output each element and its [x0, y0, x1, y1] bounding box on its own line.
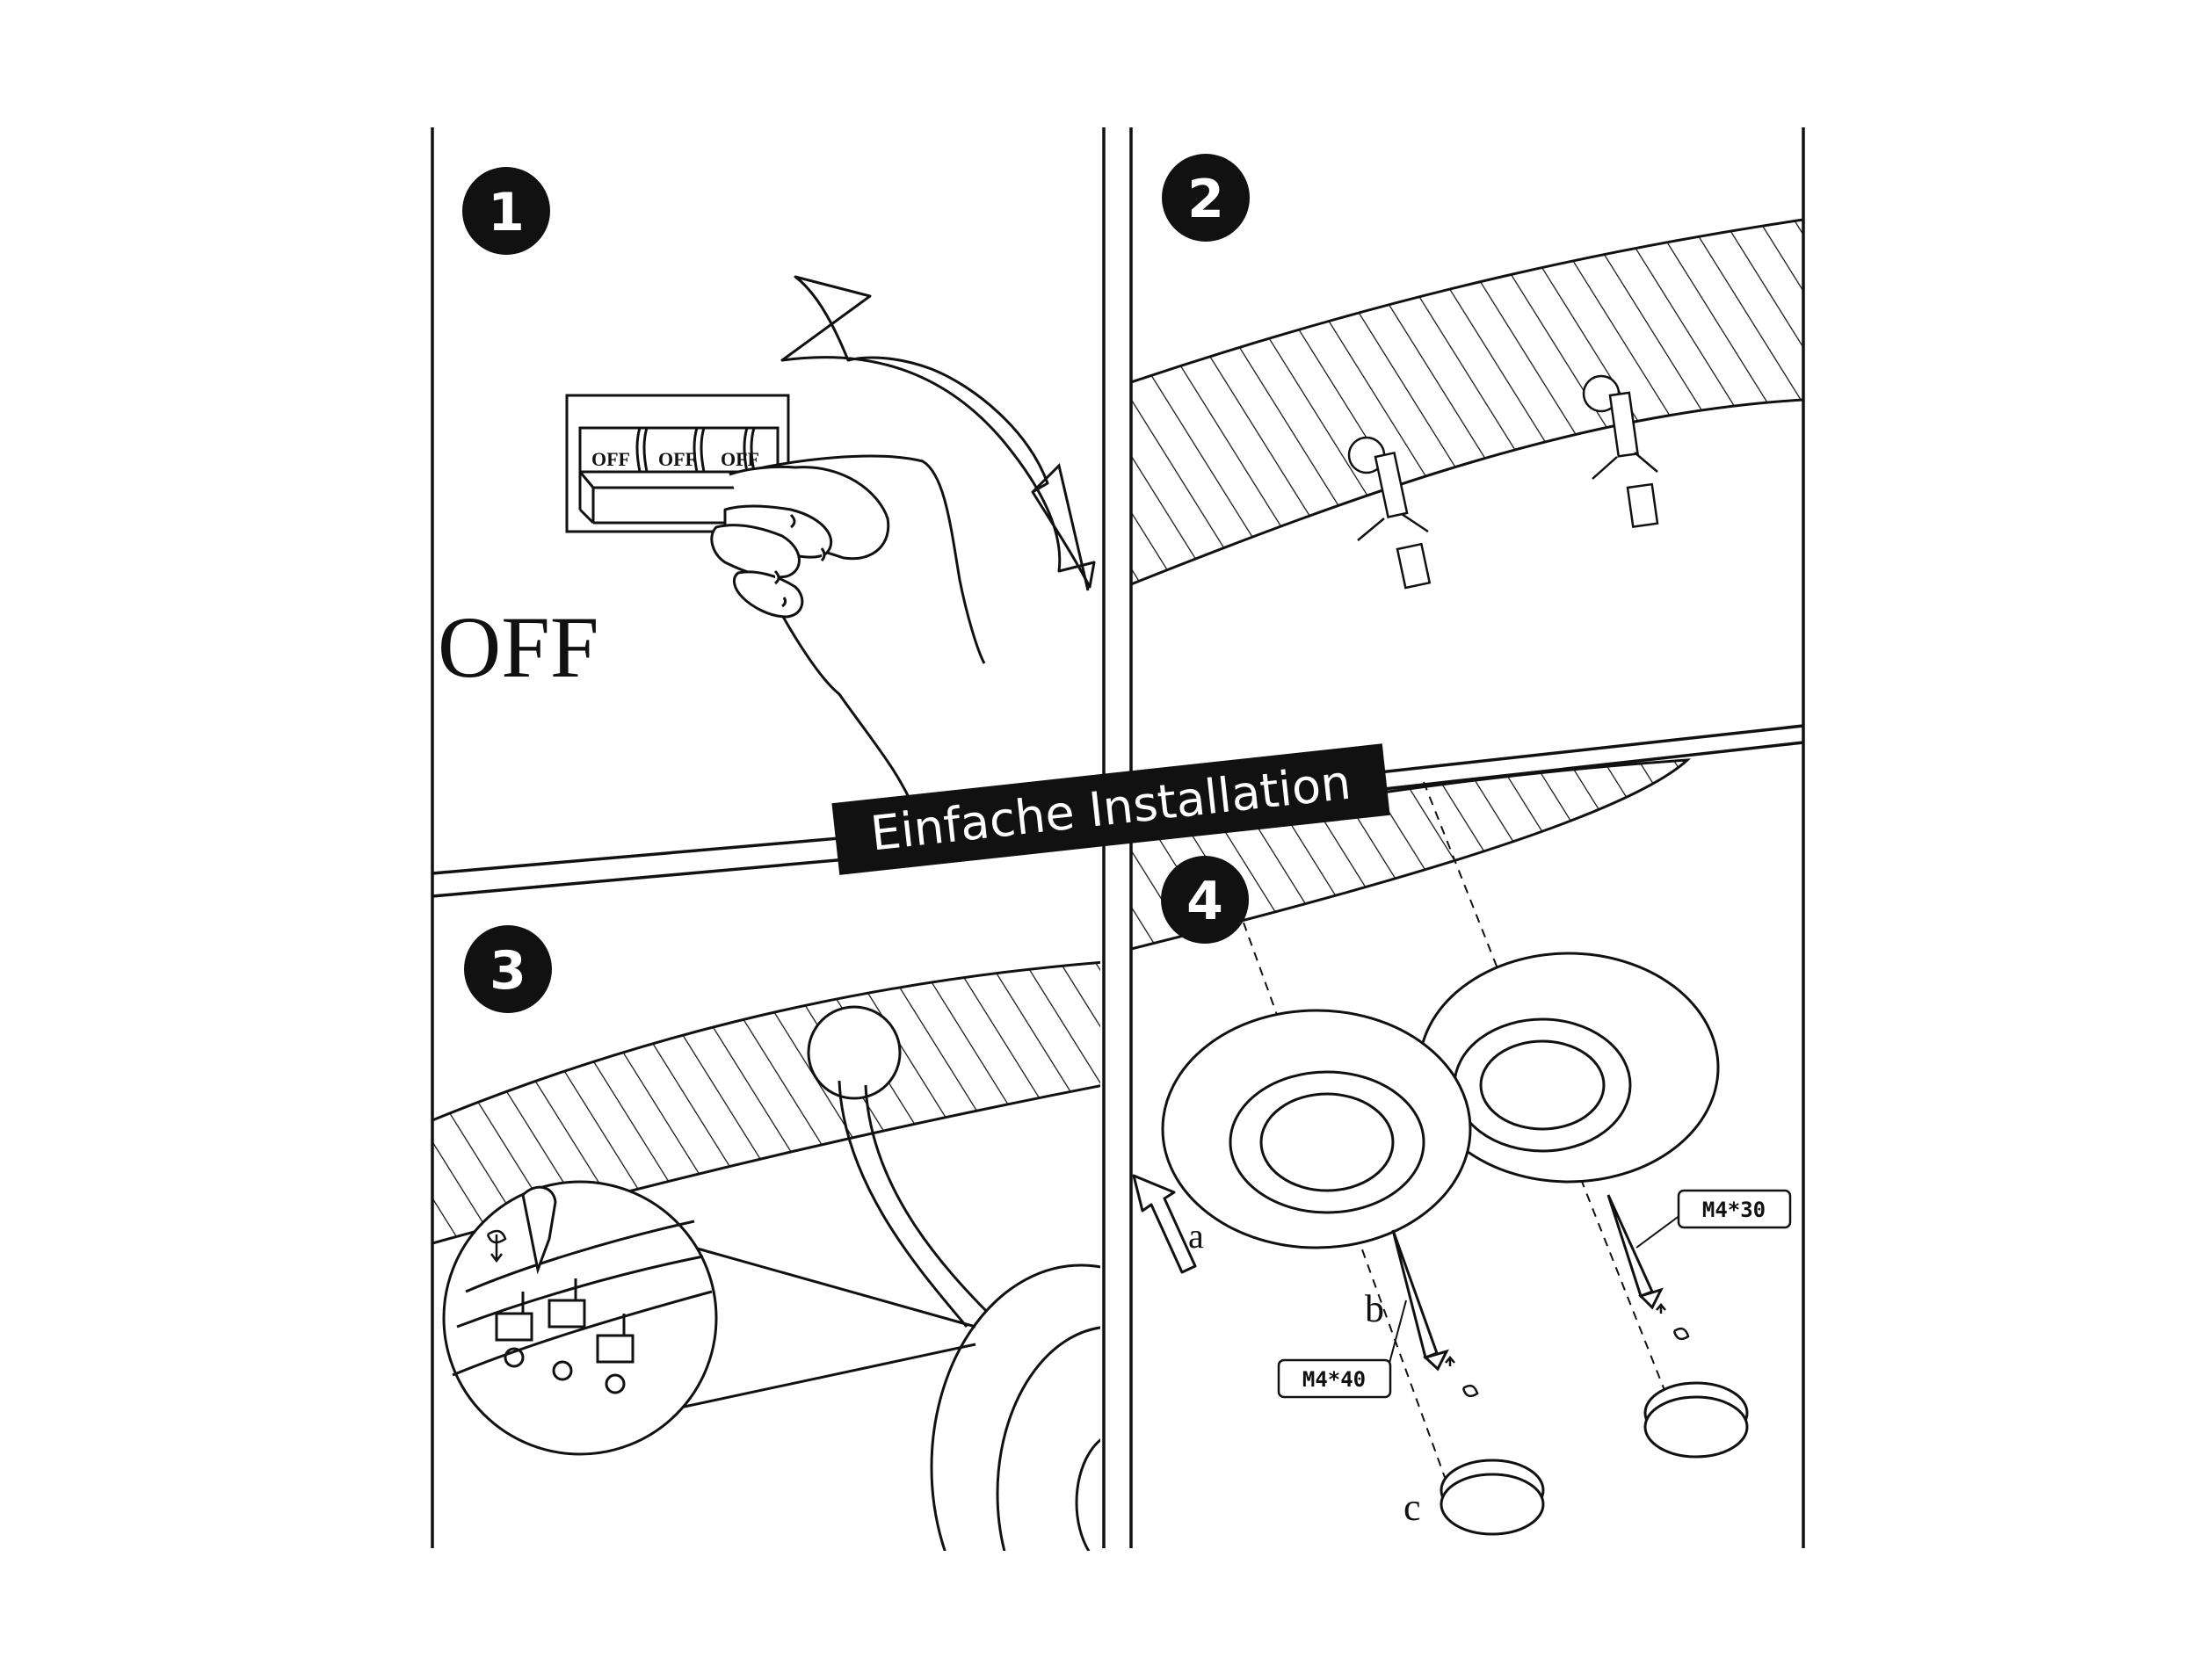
wall-plug-left: [1347, 436, 1432, 590]
svg-text:4: 4: [1186, 871, 1223, 932]
cable-outlet: [807, 1005, 902, 1100]
ceiling-hatch: [432, 960, 1100, 1245]
step-4-badge: 4: [1161, 856, 1249, 944]
label-b: b: [1365, 1287, 1384, 1330]
svg-text:3: 3: [490, 940, 526, 1002]
screw-right: [1606, 1194, 1664, 1310]
hand-icon: [710, 454, 986, 816]
lamp-housing-right: [1418, 952, 1720, 1184]
cover-cap-right: [1643, 1381, 1749, 1459]
rotate-arrow-icon: [1656, 1303, 1690, 1341]
svg-text:M4*30: M4*30: [1702, 1198, 1766, 1222]
rotate-arrow-icon: [780, 275, 1096, 589]
screwdriver-icon: [521, 1185, 557, 1275]
ceiling-hatch: [1131, 218, 1803, 586]
label-a: a: [1188, 1216, 1204, 1256]
panel-1: 1 OFF OFF OFF: [438, 167, 1096, 816]
switch-labels: OFF OFF OFF: [591, 448, 759, 470]
step-2-badge: 2: [1162, 154, 1250, 242]
step-1-badge: 1: [462, 167, 550, 255]
screw-size-tag-m4-30: M4*30: [1635, 1189, 1792, 1249]
svg-text:1: 1: [488, 182, 525, 243]
lamp-housing-left: [1161, 1009, 1472, 1249]
step-3-badge: 3: [464, 925, 552, 1013]
svg-text:M4*40: M4*40: [1302, 1367, 1366, 1392]
panel-4: 4: [1131, 758, 1792, 1536]
rotate-arrow-icon: [486, 1229, 507, 1263]
wall-plug-right: [1582, 374, 1659, 528]
svg-text:OFF: OFF: [721, 448, 759, 470]
svg-text:OFF: OFF: [591, 448, 630, 470]
svg-text:2: 2: [1187, 169, 1224, 230]
rotate-arrow-icon: [1445, 1356, 1479, 1398]
up-arrow-icon: [1132, 1174, 1197, 1274]
label-c: c: [1403, 1486, 1421, 1529]
cables: [838, 1080, 995, 1328]
panel-2: 2: [1131, 154, 1803, 590]
cover-cap-left: [1440, 1459, 1545, 1536]
lamp-body: [930, 1263, 1100, 1551]
screw-left: [1391, 1229, 1449, 1372]
screw-size-tag-m4-40: M4*40: [1277, 1300, 1407, 1399]
terminal-callout: [442, 1180, 976, 1456]
svg-text:OFF: OFF: [658, 448, 697, 470]
off-caption: OFF: [438, 598, 598, 696]
panel-3: 3: [432, 925, 1100, 1551]
